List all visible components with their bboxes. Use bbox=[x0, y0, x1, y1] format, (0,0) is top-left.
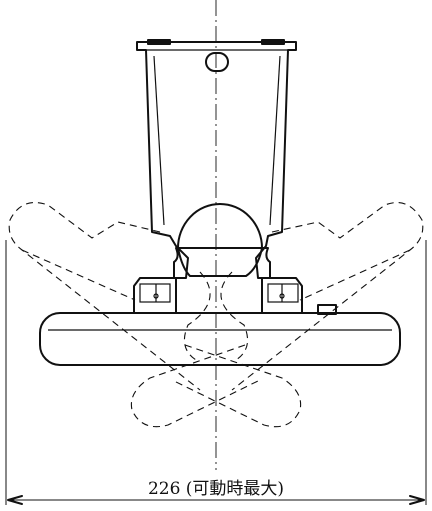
ball-joint bbox=[177, 203, 263, 277]
dimension-226: 226 (可動時最大) bbox=[5, 240, 427, 505]
base-plate bbox=[39, 312, 401, 366]
top-slot bbox=[205, 52, 229, 72]
dimension-label: 226 (可動時最大) bbox=[148, 479, 284, 499]
upper-body bbox=[136, 39, 297, 279]
swing-outline-lower bbox=[130, 271, 302, 428]
left-bracket bbox=[133, 277, 177, 313]
right-bracket bbox=[261, 277, 303, 313]
swing-outline-left bbox=[8, 202, 201, 391]
swing-outline-right bbox=[231, 202, 424, 391]
